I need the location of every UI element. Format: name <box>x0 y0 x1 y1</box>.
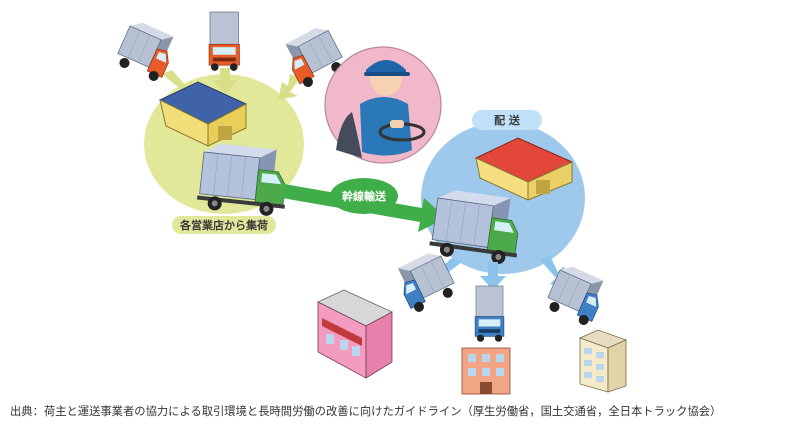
trunk-arrow <box>282 178 446 232</box>
delivery-label-bg <box>472 110 542 130</box>
pickup-label-bg <box>172 216 276 234</box>
delivery-label: 配 送 <box>494 114 520 127</box>
pickup-truck-icon <box>208 11 240 72</box>
apartment-building-icon <box>578 329 628 393</box>
pickup-label: 各営業店から集荷 <box>180 219 268 232</box>
source-caption: 出典：荷主と運送事業者の協力による取引環境と長時間労働の改善に向けたガイドライン… <box>10 405 722 418</box>
driver-illustration <box>324 46 442 164</box>
delivery-truck-icon <box>391 248 460 316</box>
delivery-truck-icon <box>474 285 505 343</box>
delivery-warehouse-icon <box>474 137 574 201</box>
diagram-canvas <box>112 11 628 395</box>
office-building-icon <box>461 347 511 395</box>
store-building-icon <box>317 289 393 379</box>
trunk-label: 幹線輸送 <box>342 190 386 203</box>
warehouse-icon <box>158 81 248 147</box>
